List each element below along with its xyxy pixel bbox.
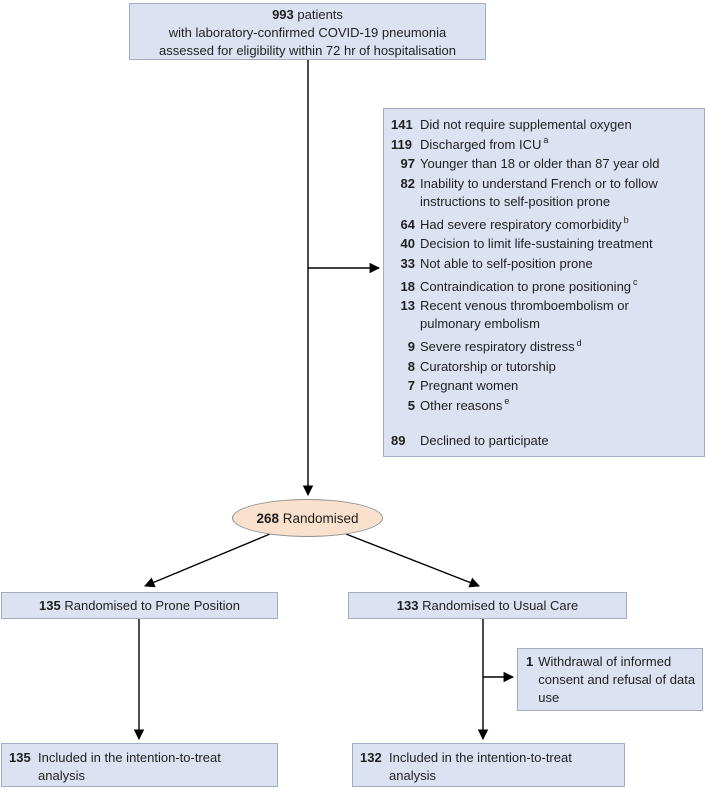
exclusion-item-text: Decision to limit life-sustaining treatm… [420,236,653,251]
footnote-marker: d [576,337,582,348]
exclusion-item-count: 33 [400,255,415,271]
itt-usual-care-text: Included in the intention-to-treat analy… [389,750,572,783]
footnote-marker: e [504,396,510,407]
eligibility-line3: assessed for eligibility within 72 hr of… [159,43,456,58]
exclusion-item-count: 64 [400,216,415,232]
exclusion-item-count: 5 [407,397,415,413]
randomised-count: 268 [256,510,279,526]
prone-arm-box: 135 Randomised to Prone Position [1,592,278,619]
exclusion-item: 141 Did not require supplemental oxygen [391,116,698,134]
withdrawal-box: 1 Withdrawal of informed consent and ref… [517,648,703,711]
prone-arm-count: 135 [39,597,61,613]
connector-randomised-to-usual-care [345,533,480,588]
exclusion-item-count: 18 [400,278,415,294]
itt-usual-care-box: 132 Included in the intention-to-treat a… [352,743,625,787]
usual-care-arm-count: 133 [396,597,419,613]
footnote-marker: b [623,215,629,226]
eligibility-line2: with laboratory-confirmed COVID-19 pneum… [168,25,447,40]
withdrawal-text: Withdrawal of informed consent and refus… [538,654,696,705]
exclusion-item-text: Declined to participate [420,432,549,448]
randomised-ellipse: 268 Randomised [232,499,383,537]
exclusion-item-text: Younger than 18 or older than 87 year ol… [420,156,660,171]
withdrawal-count: 1 [526,654,534,669]
exclusion-item-text: Inability to understand French or to fol… [420,175,658,209]
connector-randomised-to-prone [144,533,271,588]
exclusion-item-count: 7 [407,378,415,393]
footnote-marker: a [543,135,549,146]
eligibility-line1-text: patients [293,7,343,22]
footnote-marker: c [633,277,638,288]
exclusion-item-count: 141 [391,117,413,132]
exclusion-item: 7 Pregnant women [391,377,698,395]
exclusion-item: 82 Inability to understand French or to f… [391,175,698,211]
exclusion-item: 8 Curatorship or tutorship [391,358,698,376]
itt-prone-count: 135 [9,750,31,765]
eligibility-box: 993 patients with laboratory-confirmed C… [129,3,486,60]
eligibility-line1: 993 patients [130,6,485,24]
exclusion-item-count: 9 [407,339,415,354]
itt-usual-care-count: 132 [360,750,382,765]
exclusion-item-count: 13 [400,298,415,313]
exclusion-item-count: 40 [400,236,415,251]
usual-care-arm-box: 133 Randomised to Usual Care [348,592,627,619]
exclusion-item-text: Not able to self-position prone [420,255,593,271]
exclusion-item-count: 82 [400,175,415,191]
exclusion-item-count: 89 [391,432,406,448]
exclusion-item: 89 Declined to participate [391,432,698,450]
exclusion-item-text: Curatorship or tutorship [420,358,556,374]
exclusion-item: 40 Decision to limit life-sustaining trea… [391,235,698,253]
usual-care-arm-label: Randomised to Usual Care [422,597,579,613]
exclusion-item-count: 8 [407,358,415,374]
exclusion-item-count: 97 [400,156,415,171]
exclusion-item-text: Pregnant women [420,378,519,393]
exclusion-box: 141 Did not require supplemental oxygen 11… [383,108,705,457]
exclusion-item: 33 Not able to self-position prone [391,255,698,273]
itt-prone-box: 135 Included in the intention-to-treat a… [1,743,278,787]
eligibility-count: 993 [272,7,294,22]
prone-arm-label: Randomised to Prone Position [64,597,240,613]
exclusion-item: 97 Younger than 18 or older than 87 year … [391,155,698,173]
exclusion-item-count: 119 [391,136,412,152]
exclusion-item-text: Did not require supplemental oxygen [420,117,632,132]
itt-prone-text: Included in the intention-to-treat analy… [38,750,221,783]
